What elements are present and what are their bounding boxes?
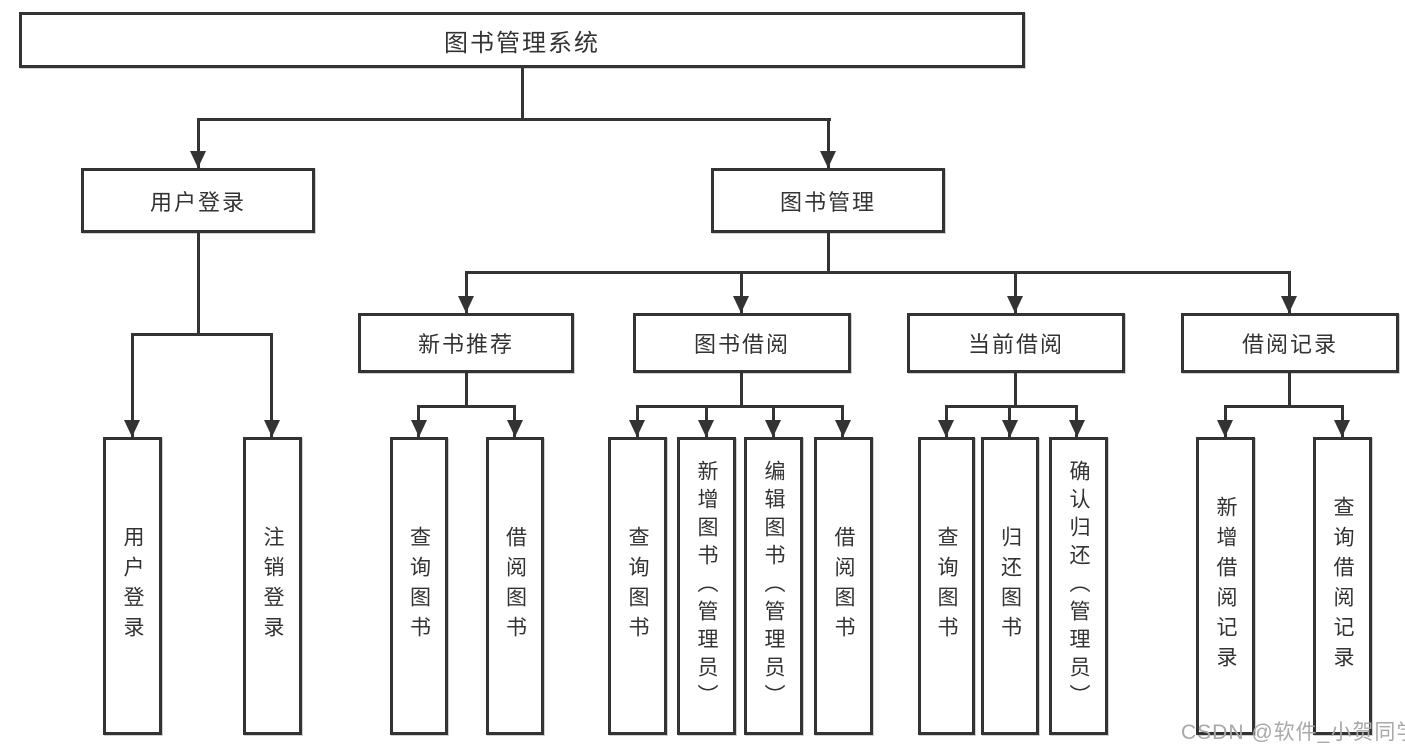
leaf-bb-query-books-label: 查询图书 (626, 526, 649, 646)
arrowhead-cb-return (1002, 420, 1018, 437)
connector-current-borrow-branch (945, 405, 1078, 408)
connector-stem-current-borrow (1014, 271, 1017, 313)
arrowhead-new-book-rec (458, 296, 474, 313)
leaf-cb-query-books: 查询图书 (918, 437, 975, 735)
node-current-borrow: 当前借阅 (907, 313, 1125, 373)
leaf-logout: 注销登录 (243, 437, 302, 735)
connector-book-borrow-branch (636, 405, 844, 408)
connector-root-branch (197, 118, 831, 121)
leaf-cb-query-books-label: 查询图书 (935, 526, 958, 646)
node-root-label: 图书管理系统 (444, 29, 600, 57)
connector-user-login-trunk (197, 233, 200, 336)
arrowhead-bb-add (698, 420, 714, 437)
node-user-login: 用户登录 (81, 168, 315, 233)
leaf-cb-return-books: 归还图书 (981, 437, 1039, 735)
connector-user-login-branch (131, 333, 273, 336)
arrowhead-cb-confirm (1069, 420, 1085, 437)
leaf-rec-query-books: 查询图书 (390, 437, 448, 735)
arrowhead-br-add (1217, 420, 1233, 437)
arrowhead-rec-query (411, 420, 427, 437)
leaf-br-add-record: 新增借阅记录 (1196, 437, 1255, 735)
arrowhead-br-query (1334, 420, 1350, 437)
connector-book-borrow-trunk (740, 373, 743, 408)
leaf-bb-edit-books-label: 编辑图书（管理员） (762, 460, 785, 712)
node-root: 图书管理系统 (19, 12, 1025, 68)
leaf-bb-borrow-books-label: 借阅图书 (832, 526, 855, 646)
leaf-br-query-record: 查询借阅记录 (1313, 437, 1372, 735)
leaf-br-query-record-label: 查询借阅记录 (1331, 496, 1354, 676)
connector-borrow-record-trunk (1288, 373, 1291, 408)
node-book-borrow-label: 图书借阅 (693, 332, 790, 357)
leaf-bb-query-books: 查询图书 (608, 437, 667, 735)
connector-book-mgmt-branch (465, 271, 1291, 274)
leaf-bb-edit-books: 编辑图书（管理员） (744, 437, 803, 735)
node-new-book-recommend-label: 新书推荐 (417, 332, 514, 357)
connector-stem-borrow-record (1288, 271, 1291, 313)
node-borrow-record-label: 借阅记录 (1241, 332, 1338, 357)
connector-current-borrow-trunk (1014, 373, 1017, 408)
arrowhead-book-borrow (733, 296, 749, 313)
connector-new-book-rec-branch (417, 405, 516, 408)
arrowhead-rec-borrow (507, 420, 523, 437)
connector-stem-book-mgmt (827, 118, 830, 168)
connector-stem-user-login (197, 118, 200, 168)
arrowhead-cb-query (938, 420, 954, 437)
leaf-cb-confirm-return: 确认归还（管理员） (1049, 437, 1108, 735)
node-borrow-record: 借阅记录 (1181, 313, 1399, 373)
leaf-cb-return-books-label: 归还图书 (998, 526, 1022, 646)
connector-stem-leaf-logout (270, 333, 273, 437)
leaf-user-login: 用户登录 (103, 437, 162, 735)
connector-new-book-rec-trunk (465, 373, 468, 408)
arrowhead-current-borrow (1007, 296, 1023, 313)
leaf-logout-label: 注销登录 (261, 526, 284, 646)
arrowhead-leaf-logout (264, 420, 280, 437)
connector-stem-new-book-rec (465, 271, 468, 313)
arrowhead-bb-borrow (835, 420, 851, 437)
leaf-br-add-record-label: 新增借阅记录 (1214, 496, 1237, 676)
arrowhead-borrow-record (1281, 296, 1297, 313)
node-current-borrow-label: 当前借阅 (967, 332, 1064, 357)
leaf-bb-borrow-books: 借阅图书 (814, 437, 873, 735)
node-book-management-label: 图书管理 (779, 189, 876, 215)
connector-root-trunk (521, 67, 524, 120)
node-user-login-label: 用户登录 (149, 189, 246, 215)
node-book-management: 图书管理 (711, 168, 945, 233)
arrowhead-bb-edit (765, 420, 781, 437)
leaf-bb-add-books: 新增图书（管理员） (677, 437, 736, 735)
leaf-rec-borrow-books-label: 借阅图书 (503, 526, 527, 646)
leaf-bb-add-books-label: 新增图书（管理员） (695, 460, 718, 712)
connector-stem-leaf-user-login (131, 333, 134, 437)
arrowhead-book-mgmt (820, 151, 836, 168)
leaf-rec-borrow-books: 借阅图书 (486, 437, 544, 735)
arrowhead-bb-query (629, 420, 645, 437)
csdn-watermark: CSDN @软件_小贺同学 (1181, 721, 1405, 744)
connector-stem-book-borrow (740, 271, 743, 313)
node-new-book-recommend: 新书推荐 (358, 313, 574, 373)
leaf-rec-query-books-label: 查询图书 (407, 526, 431, 646)
arrowhead-leaf-user-login (124, 420, 140, 437)
leaf-cb-confirm-return-label: 确认归还（管理员） (1067, 460, 1090, 712)
node-book-borrow: 图书借阅 (633, 313, 851, 373)
connector-borrow-record-branch (1224, 405, 1342, 408)
connector-book-mgmt-trunk (827, 233, 830, 273)
arrowhead-user-login (190, 151, 206, 168)
leaf-user-login-label: 用户登录 (121, 526, 144, 646)
